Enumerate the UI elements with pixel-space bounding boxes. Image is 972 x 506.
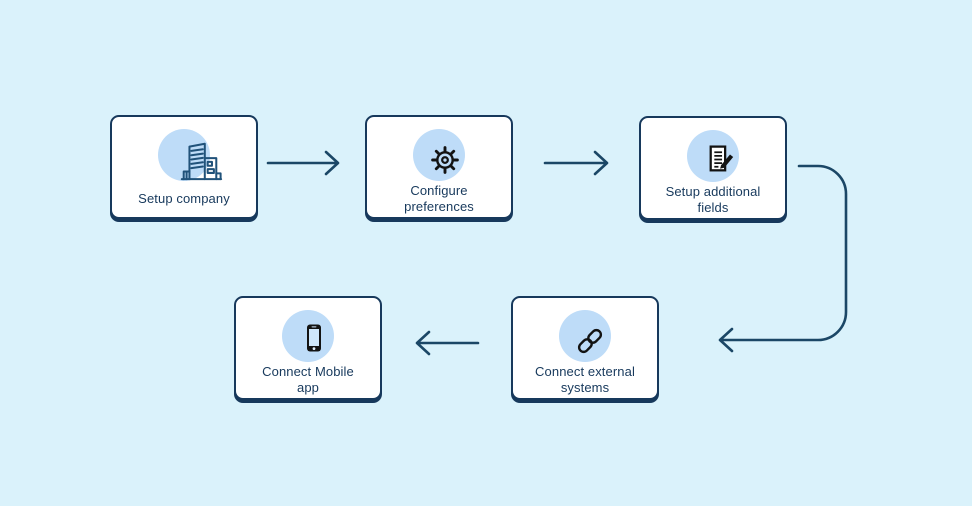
- step-label: Connect Mobile app: [262, 364, 354, 395]
- step-card-configure-preferences[interactable]: Configure preferences: [365, 115, 513, 219]
- arrow-step2-step3: [543, 150, 609, 176]
- icon-badge: [158, 129, 223, 181]
- step-card-setup-additional-fields[interactable]: Setup additional fields: [639, 116, 787, 220]
- icon-badge: [413, 129, 465, 181]
- icon-badge: [687, 130, 739, 182]
- gear-icon: [431, 146, 459, 174]
- step-label: Connect external systems: [535, 364, 635, 395]
- step-label: Setup additional fields: [665, 184, 761, 215]
- step-card-setup-company[interactable]: Setup company: [110, 115, 258, 219]
- arrow-step4-step5: [415, 330, 480, 356]
- link-icon: [577, 328, 603, 354]
- icon-badge: [559, 310, 611, 362]
- building-icon: [180, 142, 223, 181]
- arrow-step1-step2: [266, 150, 340, 176]
- step-card-connect-external-systems[interactable]: Connect external systems: [511, 296, 659, 400]
- step-card-connect-mobile-app[interactable]: Connect Mobile app: [234, 296, 382, 400]
- step-label: Configure preferences: [404, 183, 474, 214]
- smartphone-icon: [307, 324, 321, 352]
- step-label: Setup company: [138, 191, 230, 206]
- icon-badge: [282, 310, 334, 362]
- icon-circle: [559, 310, 611, 362]
- document-edit-icon: [709, 145, 734, 172]
